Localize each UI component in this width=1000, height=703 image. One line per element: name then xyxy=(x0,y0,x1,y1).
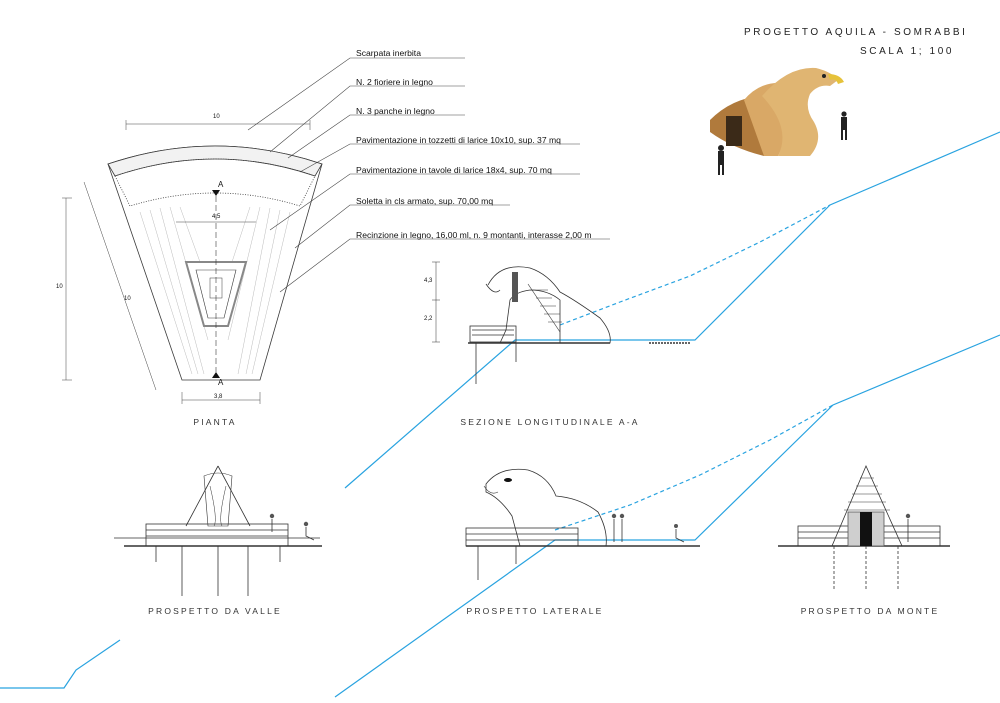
side-eagle-head xyxy=(485,468,607,547)
legend-item-6: Soletta in cls armato, sup. 70,00 mq xyxy=(356,196,494,206)
section-eagle-head xyxy=(487,266,611,344)
eagle-render-image xyxy=(710,67,847,175)
legend-item-2: N. 2 fioriere in legno xyxy=(356,77,433,87)
terrain-section-solid xyxy=(344,131,1000,489)
terrain-elevation-solid xyxy=(334,334,1000,698)
caption-valley: PROSPETTO DA VALLE xyxy=(148,606,282,616)
caption-plan: PIANTA xyxy=(193,417,237,427)
dim-plan-bottom: 3,8 xyxy=(214,394,223,400)
terrain-section-dashed xyxy=(559,204,831,326)
caption-mountain: PROSPETTO DA MONTE xyxy=(800,606,940,616)
legend-item-7: Recinzione in legno, 16,00 ml, n. 9 mont… xyxy=(356,230,592,240)
dim-plan-top: 10 xyxy=(213,114,220,120)
section-mark-top: A xyxy=(218,180,224,189)
dim-section-total: 4,3 xyxy=(424,278,433,284)
elevation-mountain xyxy=(778,465,950,590)
legend-item-5: Pavimentazione in tavole di larice 18x4,… xyxy=(356,165,552,175)
plan-gravel xyxy=(114,158,316,207)
plan-dimensions xyxy=(62,120,311,404)
terrain-lines xyxy=(0,131,1000,698)
elevation-side xyxy=(465,468,700,580)
plan-inner-court xyxy=(184,261,248,327)
legend-item-4: Pavimentazione in tozzetti di larice 10x… xyxy=(356,135,561,145)
plan-drawing xyxy=(62,57,610,404)
dim-plan-height: 10 xyxy=(56,284,63,290)
elevation-valley xyxy=(114,465,322,596)
dim-plan-inner: 4,5 xyxy=(212,214,221,220)
terrain-elevation-dashed xyxy=(554,404,834,531)
dim-plan-diag: 10 xyxy=(124,296,131,302)
plan-planters xyxy=(107,145,323,177)
terrain-corner xyxy=(0,639,121,689)
dim-section-lower: 2,2 xyxy=(424,316,433,322)
caption-section: SEZIONE LONGITUDINALE A-A xyxy=(460,417,640,427)
legend-item-1: Scarpata inerbita xyxy=(356,48,421,58)
plan-boards xyxy=(139,206,291,375)
section-drawing xyxy=(432,261,690,384)
section-mark-bottom: A xyxy=(218,378,224,387)
project-title: PROGETTO AQUILA - SOMRABBI xyxy=(744,27,968,38)
leader-lines xyxy=(247,57,610,293)
scale-label: SCALA 1; 100 xyxy=(860,46,955,57)
legend-item-3: N. 3 panche in legno xyxy=(356,106,435,116)
caption-side: PROSPETTO LATERALE xyxy=(466,606,604,616)
